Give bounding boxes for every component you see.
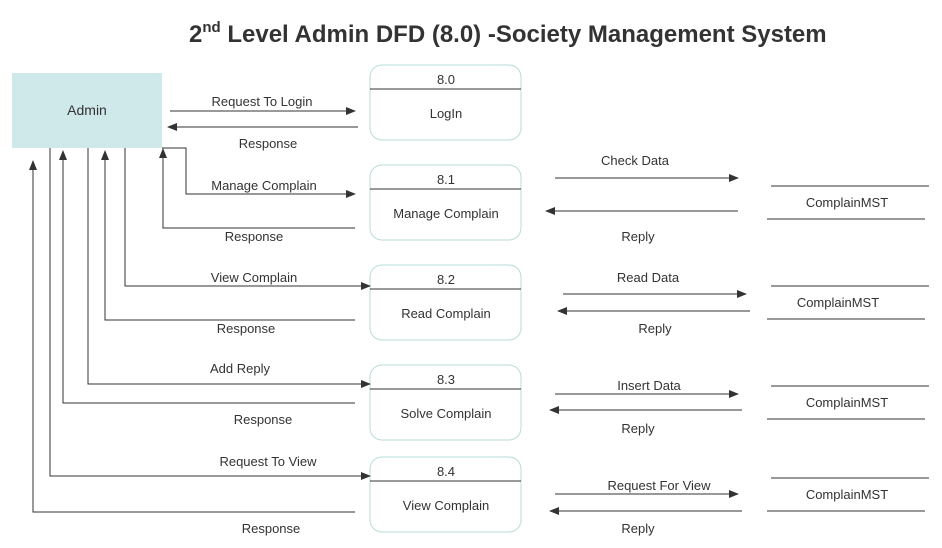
process-8-0[interactable]: 8.0 LogIn [369,64,522,141]
flow-label: Add Reply [210,361,270,376]
flow-arrow [29,160,355,513]
flow-add-reply: Add Reply [87,148,371,388]
flow-label: Request To Login [212,94,313,109]
store-flow-read-data: Read Data [563,270,747,298]
flow-manage-complain: Manage Complain [162,147,356,198]
flow-request-login: Request To Login [170,94,356,115]
process-8-2[interactable]: 8.2 Read Complain [369,264,522,341]
process-name: View Complain [403,498,489,513]
data-store-4[interactable]: ComplainMST [767,477,929,512]
flow-label: Request To View [219,454,317,469]
flow-response-view: Response [101,150,355,336]
flow-label: Request For View [607,478,711,493]
flow-label: Check Data [601,153,670,168]
admin-entity[interactable]: Admin [12,73,162,148]
process-8-1[interactable]: 8.1 Manage Complain [369,164,522,241]
page-title: 2nd Level Admin DFD (8.0) -Society Manag… [189,19,827,48]
flow-view-complain: View Complain [124,148,371,290]
process-box [369,264,522,341]
flow-response-reply: Response [59,150,355,427]
flow-arrow [49,148,371,480]
admin-entity-box [12,73,162,148]
process-box [369,364,522,441]
admin-entity-label: Admin [67,102,107,118]
store-label: ComplainMST [806,487,888,502]
flow-label: Reply [621,229,655,244]
flow-arrow [124,148,371,290]
flow-label: Manage Complain [211,178,317,193]
flow-arrow [162,147,356,198]
flow-arrow [159,148,355,229]
store-flow-check-data: Check Data [555,153,739,182]
process-id: 8.3 [437,372,455,387]
data-store-3[interactable]: ComplainMST [767,385,929,420]
flow-label: Read Data [617,270,680,285]
flow-label: Reply [621,521,655,536]
flow-response-login: Response [167,123,358,151]
process-name: Read Complain [401,306,491,321]
flow-label: Insert Data [617,378,681,393]
data-store-1[interactable]: ComplainMST [767,185,929,220]
store-label: ComplainMST [806,195,888,210]
store-flow-reply: Reply [557,307,750,336]
flow-response-request-view: Response [29,160,355,536]
store-flow-reply: Reply [549,507,742,536]
store-flow-reply: Reply [549,406,742,436]
process-id: 8.4 [437,464,455,479]
process-box [369,164,522,241]
process-id: 8.0 [437,72,455,87]
title-prefix: 2 [189,21,202,48]
flow-arrow [59,150,355,404]
store-flow-request-for-view: Request For View [555,478,739,498]
process-id: 8.2 [437,272,455,287]
flow-label: Response [234,412,293,427]
process-name: LogIn [430,106,463,121]
process-id: 8.1 [437,172,455,187]
process-8-4[interactable]: 8.4 View Complain [369,456,522,533]
process-box [369,456,522,533]
flow-label: Response [242,521,301,536]
flow-response-manage: Response [159,148,355,244]
flow-label: Response [217,321,276,336]
process-box [369,64,522,141]
flow-arrow [87,148,371,388]
store-label: ComplainMST [806,395,888,410]
process-8-3[interactable]: 8.3 Solve Complain [369,364,522,441]
store-flow-insert-data: Insert Data [555,378,739,398]
flow-label: Reply [638,321,672,336]
flow-arrow [101,150,355,321]
flow-label: View Complain [211,270,297,285]
flow-label: Reply [621,421,655,436]
store-flow-reply: Reply [545,207,738,244]
process-name: Manage Complain [393,206,499,221]
flow-label: Response [239,136,298,151]
store-label: ComplainMST [797,295,879,310]
title-superscript: nd [202,19,220,36]
flow-label: Response [225,229,284,244]
title-main: Level Admin DFD (8.0) -Society Managemen… [221,21,827,48]
data-store-2[interactable]: ComplainMST [767,285,929,320]
flow-request-to-view: Request To View [49,148,371,480]
process-name: Solve Complain [400,406,491,421]
